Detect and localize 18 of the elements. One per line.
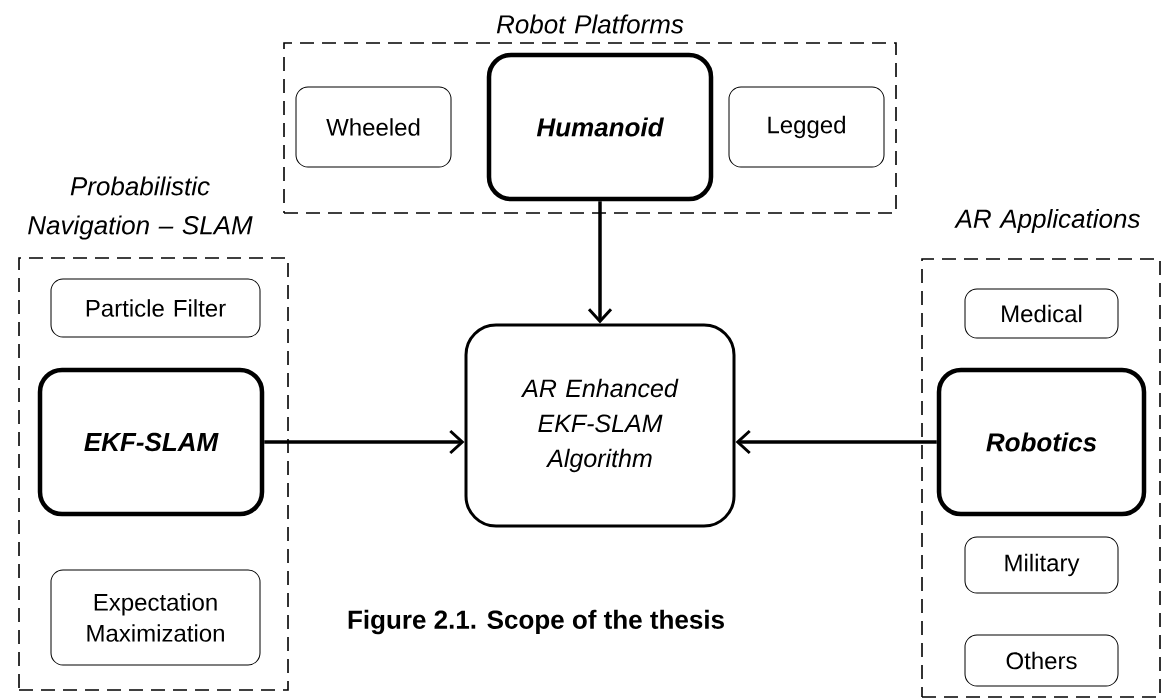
box: Military (964, 536, 1119, 594)
box: Medical (964, 288, 1119, 339)
process-box: AR Enhanced EKF-SLAM Algorithm (464, 323, 736, 528)
box: Legged (728, 86, 885, 168)
arrow (264, 429, 465, 455)
arrow (587, 201, 613, 324)
box: Expectation Maximization (50, 569, 261, 666)
highlighted-box: Robotics (936, 367, 1147, 517)
caption: Figure 2.1. Scope of the thesis (348, 609, 724, 635)
group-heading: Probabilistic Navigation – SLAM (28, 176, 253, 240)
group-heading: AR Applications (954, 208, 1140, 234)
box: Others (964, 634, 1119, 687)
group-heading: Robot Platforms (496, 14, 684, 34)
highlighted-box: Humanoid (486, 52, 714, 202)
box: Wheeled (295, 86, 452, 168)
box: Particle Filter (50, 278, 261, 338)
highlighted-box: EKF-SLAM (37, 367, 265, 517)
arrow (735, 429, 937, 455)
